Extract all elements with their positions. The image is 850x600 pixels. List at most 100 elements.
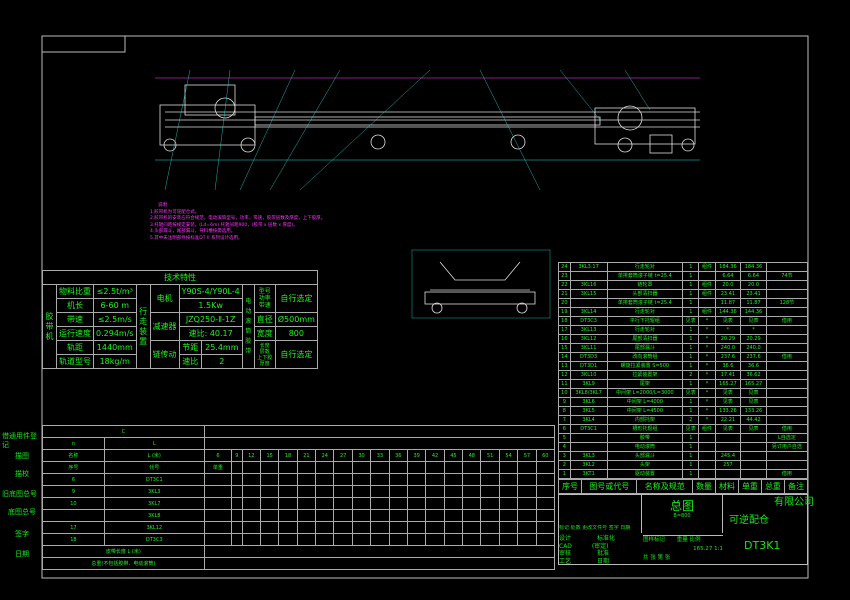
part-cell: 1 (682, 406, 700, 416)
length-value: 27 (333, 449, 353, 462)
reducer-label: 减速器 (149, 312, 180, 341)
process-label: 工艺 (559, 557, 572, 565)
part-cell: 组件 (698, 424, 716, 434)
part-cell (740, 469, 767, 479)
part-cell: DT3D3 (569, 352, 608, 362)
data-cell (517, 509, 537, 522)
data-cell (259, 485, 280, 498)
data-cell (315, 497, 335, 510)
drum-value: 自行选定 (274, 284, 318, 313)
parts-col-header: 数量 (691, 479, 716, 494)
data-cell (425, 497, 445, 510)
part-cell: 9 (558, 397, 571, 407)
width-label: 宽度 (253, 326, 276, 341)
data-cell (535, 509, 556, 522)
spec-label: 机长 (56, 298, 94, 313)
c-header: C (42, 425, 205, 438)
part-cell (765, 289, 809, 299)
length-value: 24 (315, 449, 335, 462)
parts-col-header: 备注 (783, 479, 809, 494)
qty-cell (315, 461, 335, 474)
part-cell: 20.29 (740, 334, 767, 344)
length-value: 6 (203, 449, 233, 462)
part-cell: 1 (682, 334, 700, 344)
data-cell (517, 521, 537, 534)
data-cell (498, 485, 519, 498)
parts-col-header: 图号或代号 (580, 479, 638, 494)
part-cell: 拉紧装置架 (606, 370, 684, 380)
data-cell (498, 521, 519, 534)
data-cell (480, 473, 500, 486)
part-cell: 1 (682, 451, 700, 461)
part-cell: 1 (682, 361, 700, 371)
data-cell (296, 485, 317, 498)
data-cell (425, 521, 445, 534)
part-cell: 1 (682, 469, 700, 479)
part-cell: 3KL10 (569, 370, 608, 380)
col-header: 单重 (203, 461, 233, 474)
table-row: 3KL8 (42, 509, 556, 522)
part-cell (765, 280, 809, 290)
part-cell: 6 (558, 424, 571, 434)
data-cell (517, 473, 537, 486)
motor-label: 电机 (149, 284, 180, 313)
part-cell: 见表 (740, 424, 767, 434)
length-value: 33 (370, 449, 390, 462)
part-cell: 借用 (765, 316, 809, 326)
data-cell (517, 497, 537, 510)
part-code: 3KL8 (103, 509, 205, 522)
qty-cell (425, 461, 445, 474)
part-cell (698, 433, 716, 443)
part-cell: DT3D1 (569, 361, 608, 371)
data-cell (388, 521, 408, 534)
part-cell: 15 (558, 343, 571, 353)
part-cell: 14 (558, 352, 571, 362)
data-cell (241, 497, 261, 510)
part-cell: 单排套筒滚子链 t=25.4 (606, 271, 684, 281)
spec-value: 18kg/m (93, 354, 137, 369)
side-label: 借通用件登记 (2, 432, 37, 449)
data-cell (425, 473, 445, 486)
part-cell (714, 433, 742, 443)
spec-label: 轨道型号 (56, 354, 94, 369)
part-cell: 23 (558, 271, 571, 281)
data-cell (315, 533, 335, 546)
part-cell: 3KL5 (569, 406, 608, 416)
part-cell: * (714, 325, 742, 335)
length-value: 9 (231, 449, 243, 462)
data-cell (259, 533, 280, 546)
parts-col-header: 总重 (760, 479, 785, 494)
part-code: 3KL3 (103, 485, 205, 498)
part-cell: 1 (558, 469, 571, 479)
check-label: 审核 (559, 550, 572, 557)
belt-value: 自行选定 (274, 340, 318, 369)
part-cell (765, 307, 809, 317)
part-cell: 1 (682, 460, 700, 470)
part-cell: 13 (558, 361, 571, 371)
parts-col-header: 名称及规范 (636, 479, 693, 494)
part-cell: 1 (682, 343, 700, 353)
note-line: 5.其中未注明部件按标准DT II 系列设计选用。 (150, 235, 243, 241)
part-cell (740, 433, 767, 443)
part-cell: 3KL11 (569, 343, 608, 353)
belt-labels: 长度 层数 上下胶厚度 (253, 340, 276, 369)
part-cell (714, 469, 742, 479)
part-cell: 3KL13 (569, 325, 608, 335)
length-value: 18 (278, 449, 298, 462)
part-cell: 4 (558, 442, 571, 452)
length-value: 42 (425, 449, 445, 462)
part-cell: * (698, 325, 716, 335)
approve-label: 批准 (596, 550, 609, 557)
part-cell: 头部漏斗 (606, 451, 684, 461)
